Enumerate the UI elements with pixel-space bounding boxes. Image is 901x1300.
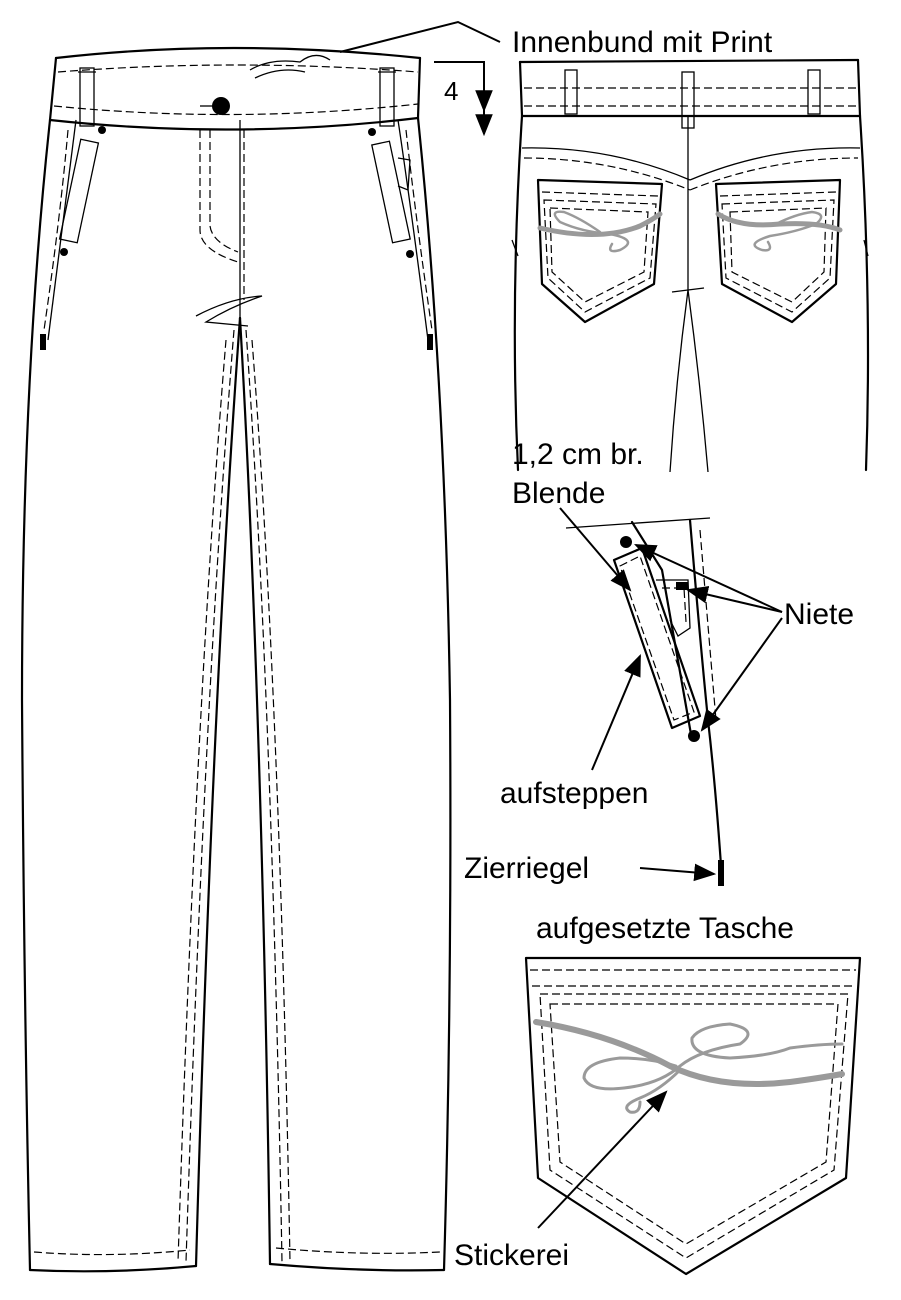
detail-patch-pocket	[524, 956, 862, 1276]
annotation-arrows	[339, 20, 783, 1229]
label-blende-width: 1,2 cm br.	[512, 438, 644, 471]
label-blende: Blende	[512, 477, 605, 510]
fly-bartack	[195, 295, 263, 327]
label-niete: Niete	[784, 598, 854, 631]
blende-strip	[612, 546, 702, 730]
front-hem-left	[28, 1264, 198, 1273]
label-aufgesetzte-tasche: aufgesetzte Tasche	[536, 912, 794, 945]
front-inseam-left	[194, 316, 242, 1268]
waist-button	[212, 97, 230, 115]
front-pocket-right	[368, 119, 433, 350]
zierriegel-bartack	[718, 860, 724, 886]
belt-loop-right	[378, 67, 396, 127]
front-inseam-right	[238, 316, 272, 1266]
rivet-bottom	[688, 730, 700, 742]
back-pocket-right	[714, 178, 843, 324]
embroidery-swirl	[533, 1019, 845, 1087]
belt-loop-left	[78, 67, 96, 127]
rivet-top	[620, 536, 632, 548]
label-innenbund: Innenbund mit Print	[512, 26, 773, 59]
front-outline-right	[416, 116, 452, 1272]
front-waistband	[48, 46, 422, 131]
label-zierriegel: Zierriegel	[464, 852, 589, 885]
detail-blende-view	[565, 517, 724, 886]
front-pocket-left	[40, 119, 106, 350]
back-pocket-left	[536, 178, 664, 324]
fly-stitching	[199, 130, 239, 263]
label-step-number: 4	[444, 76, 458, 106]
front-hem-right	[268, 1262, 446, 1272]
front-view	[20, 46, 452, 1273]
label-stickerei: Stickerei	[454, 1239, 569, 1272]
front-outline-left	[20, 118, 52, 1272]
label-aufsteppen: aufsteppen	[500, 777, 648, 810]
back-view	[511, 58, 870, 473]
